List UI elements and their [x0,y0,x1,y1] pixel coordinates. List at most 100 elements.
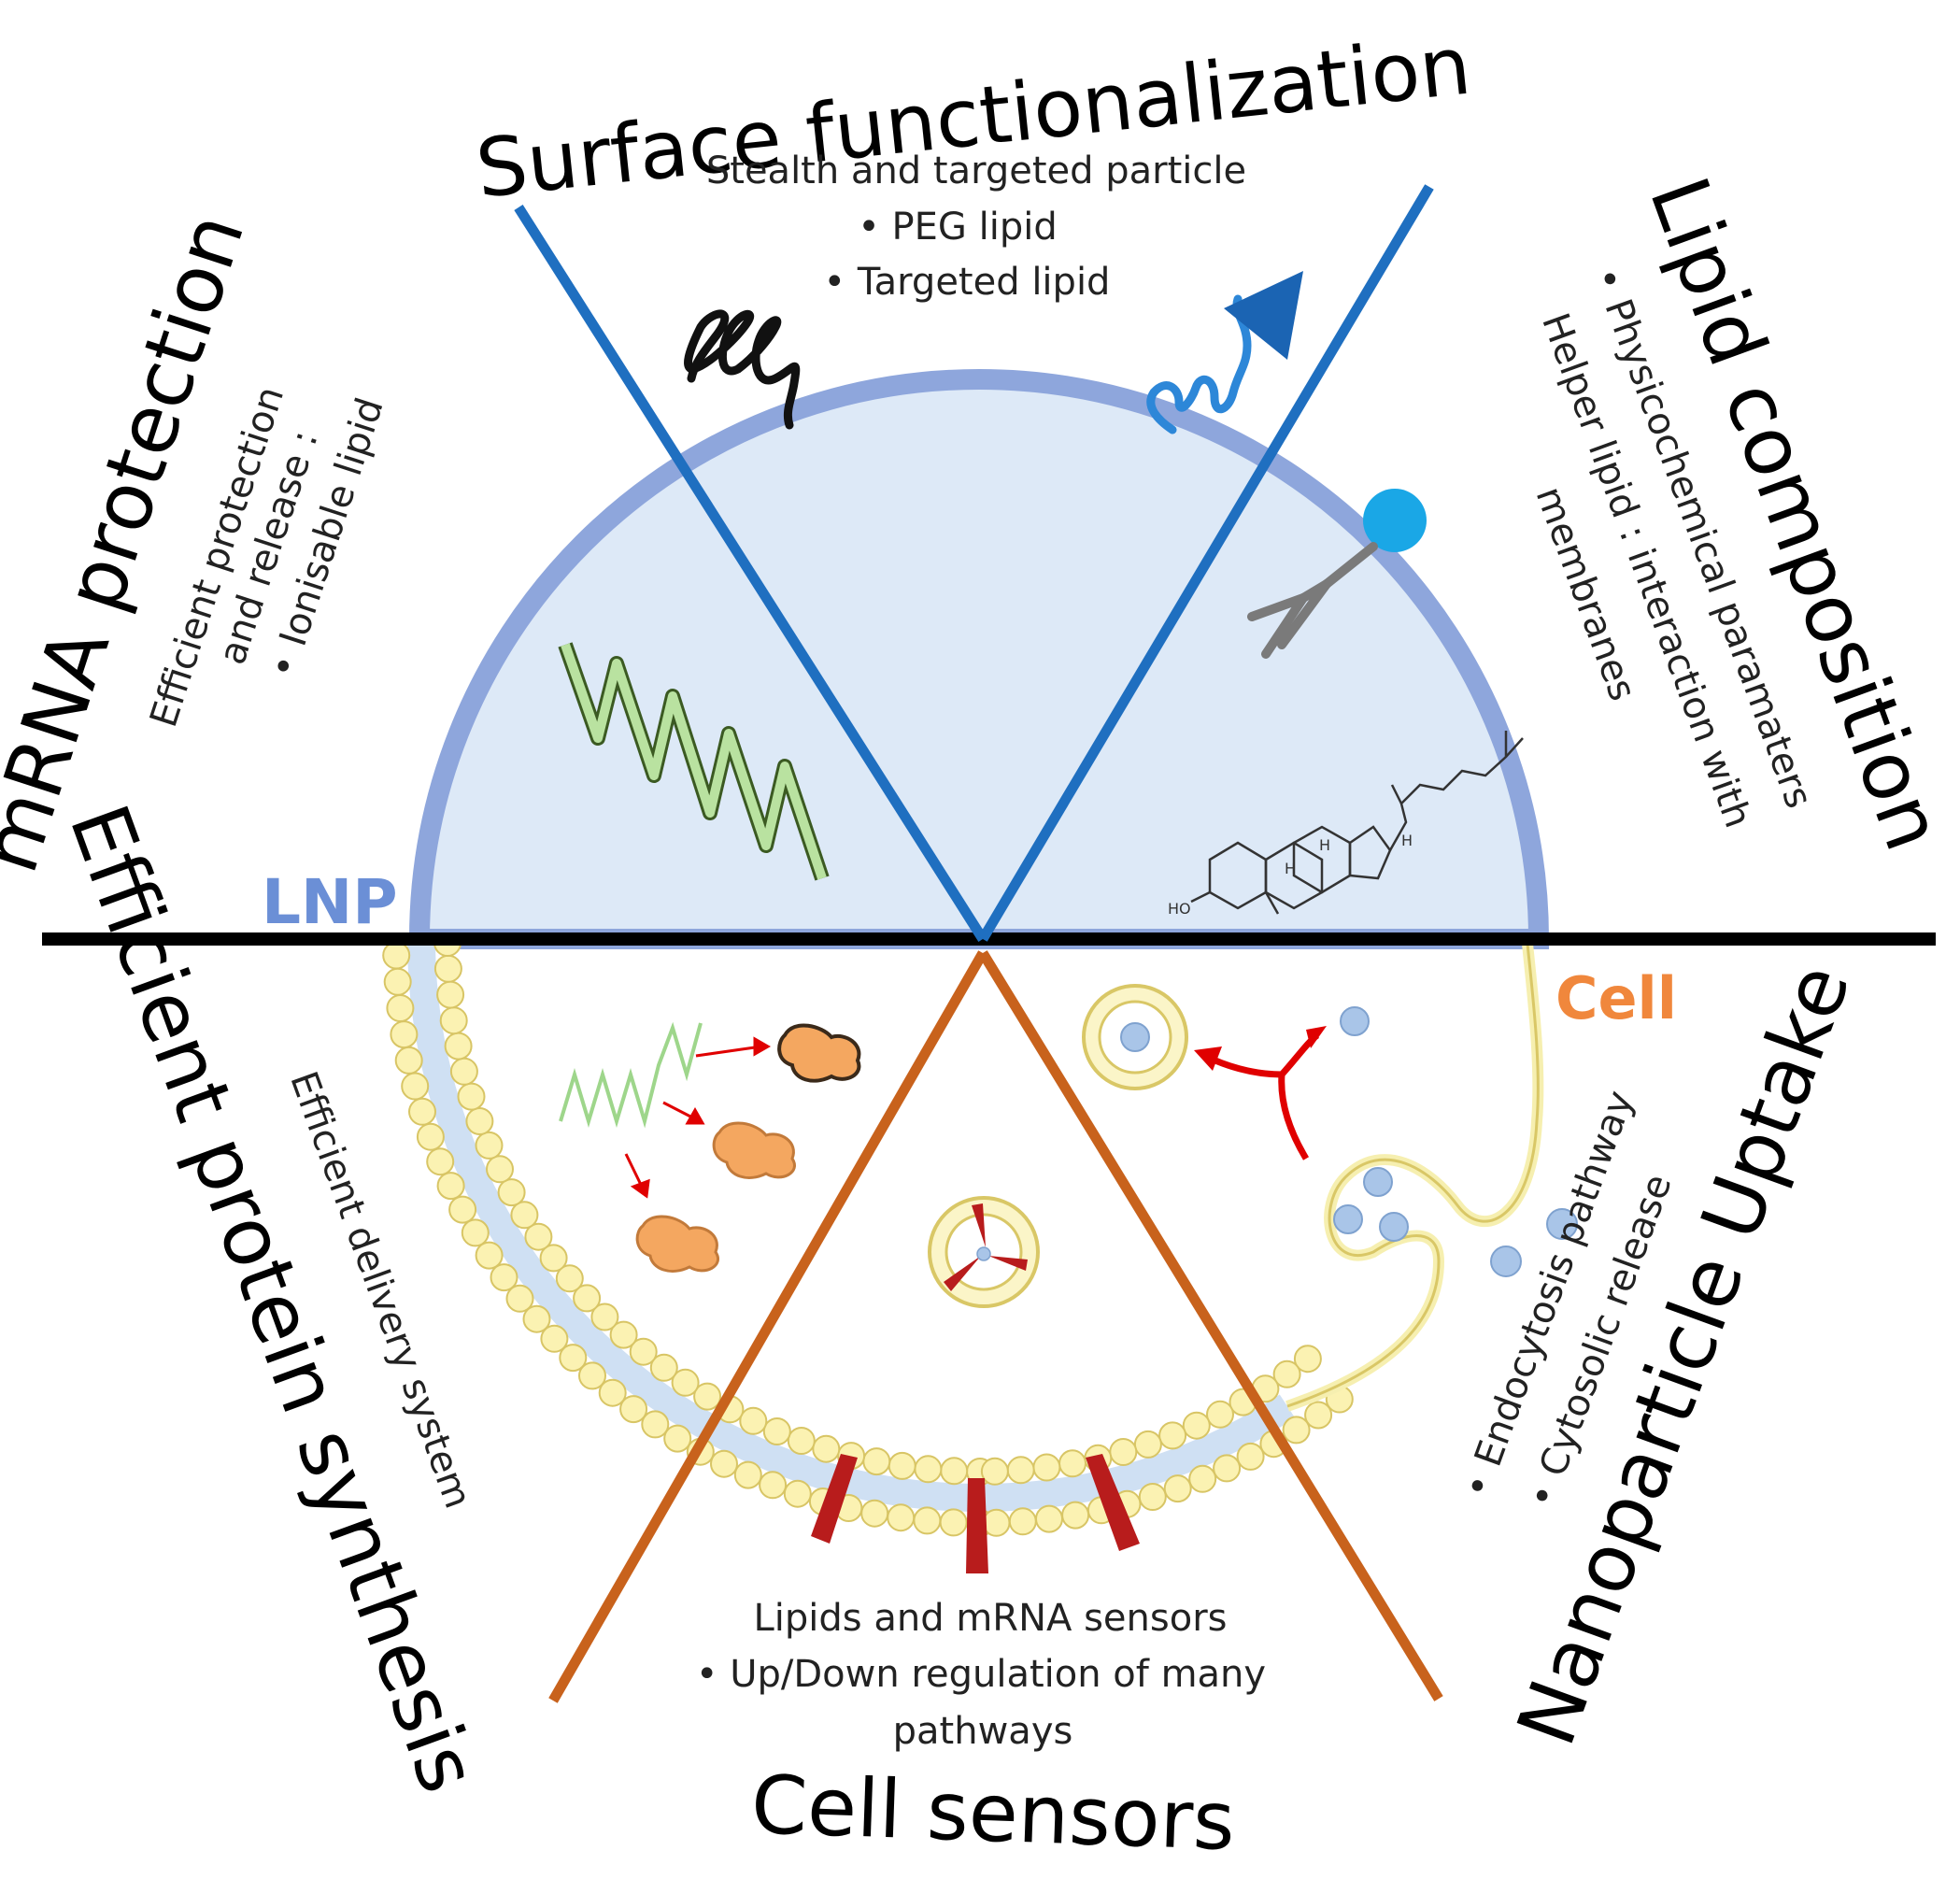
lipid-head-bead [1272,1359,1301,1388]
lipid-head-bead [649,1353,678,1382]
lipid-head-bead [394,1046,423,1075]
vesicle [1363,1167,1393,1197]
blue-divider-right [978,184,1434,942]
lipid-head-bead [1182,1411,1211,1440]
sensor-endosome-icon [928,1196,1040,1308]
lipid-head-bead [486,1155,514,1184]
lipid-head-bead [671,1368,700,1397]
vesicle [1379,1212,1409,1242]
lipid-head-bead [1008,1507,1037,1536]
lipid-head-bead [1158,1421,1187,1450]
lipid-head-bead [383,967,412,996]
lipid-head-bead [980,1457,1009,1486]
lipid-head-bead [1138,1483,1167,1511]
lipid-head-bead [1236,1442,1265,1471]
lipid-head-bead [982,1508,1011,1537]
lipid-head-bead [710,1449,738,1478]
lipid-head-bead [555,1264,584,1293]
lipid-head-bead [461,1218,490,1247]
lipid-head-bead [382,941,411,970]
lipid-head-bead [510,1201,539,1230]
mrna-helix-icon [558,642,830,881]
lipid-head-bead [693,1382,722,1411]
translation-arrows [624,1036,772,1199]
lipid-head-bead [490,1263,518,1292]
lipid-head-bead [759,1471,788,1500]
cholesterol-structure-icon [1190,731,1524,915]
lipid-head-bead [540,1324,569,1353]
lipid-head-bead [887,1503,916,1532]
protein-blob-icon [635,1215,719,1273]
membrane-receptor-icon [811,1454,858,1544]
lipid-head-bead [408,1097,436,1126]
cell-membrane-outline [1285,943,1544,1412]
lipid-head-bead [539,1244,568,1273]
lipid-head-bead [457,1082,486,1111]
lipid-head-bead [522,1304,551,1333]
lipid-head-bead [641,1410,670,1439]
lipid-head-bead [888,1451,916,1480]
orange-divider-left [548,950,987,1703]
lipid-head-bead [860,1499,889,1528]
orange-divider-right [978,950,1443,1701]
sensors-line-3: pathways [893,1710,1073,1753]
lipid-head-bead [524,1222,553,1251]
lipid-head-bead [914,1455,943,1484]
lipid-head-bead [449,1057,478,1086]
lipid-head-bead [1032,1453,1061,1482]
vesicle [1490,1246,1522,1277]
lipid-head-bead [812,1434,841,1463]
lipid-head-bead [590,1302,619,1331]
cholesterol-h-label: H [1401,832,1413,849]
cell-label: Cell [1555,964,1677,1032]
lipid-head-bead [940,1457,969,1486]
membrane-receptor-icon [1086,1454,1140,1551]
lipid-head-bead [939,1508,968,1537]
lipid-head-bead [598,1378,627,1407]
lipid-head-bead [386,994,415,1022]
lipid-head-bead [1058,1449,1087,1478]
lnp-label: LNP [262,866,398,938]
protein-blob-icon [777,1023,861,1083]
vesicle [1120,1022,1150,1052]
sensors-line-1: Lipids and mRNA sensors [754,1597,1228,1640]
blue-divider-left [514,205,987,942]
cholesterol-ho-label: HO [1168,900,1191,918]
vesicle [1333,1204,1363,1234]
lipid-head-bead [559,1344,588,1373]
lipid-head-bead [578,1361,606,1390]
lipid-head-bead [475,1241,504,1270]
uptake-title: Nanoparticle Uptake [1499,953,1868,1758]
lipid-head-bead [762,1417,791,1445]
membrane-receptor-icon [966,1478,988,1573]
lipid-head-bead [629,1337,658,1366]
targeted-lipid-arrow-icon [1146,271,1303,434]
peg-lipid-coil-icon [684,309,801,430]
surface-line-1: Stealth and targeted particle [706,149,1246,192]
lipid-head-bead [787,1427,816,1455]
vesicle [1546,1208,1578,1240]
lipid-head-bead [465,1107,494,1135]
lipid-head-bead [609,1320,638,1349]
lipid-head-bead [1188,1464,1217,1493]
lnp-half-disk [408,369,1550,949]
sensors-line-2: • Up/Down regulation of many [696,1653,1266,1696]
lipid-head-bead [436,1172,465,1201]
lipid-head-bead [1304,1401,1333,1430]
sensors-title: Cell sensors [749,1758,1236,1869]
lipid-head-bead [1035,1504,1063,1533]
cell-membrane-bilayer [382,939,1354,1537]
lipid-head-bead [1006,1456,1035,1485]
lipid-head-bead [497,1178,526,1207]
surface-line-2: • PEG lipid [858,206,1058,249]
lipid-head-bead [739,1406,768,1435]
lipid-head-bead [439,1006,468,1035]
lipid-head-bead [444,1032,473,1060]
lipid-head-bead [1133,1430,1162,1459]
lipid-head-bead [1163,1474,1192,1503]
mrna-small-helix-icon [559,1021,703,1129]
membrane-lipid-heads [382,939,1354,1537]
lipid-head-bead [733,1460,762,1489]
lipid-head-bead [862,1447,891,1476]
lipid-head-bead [448,1195,477,1224]
